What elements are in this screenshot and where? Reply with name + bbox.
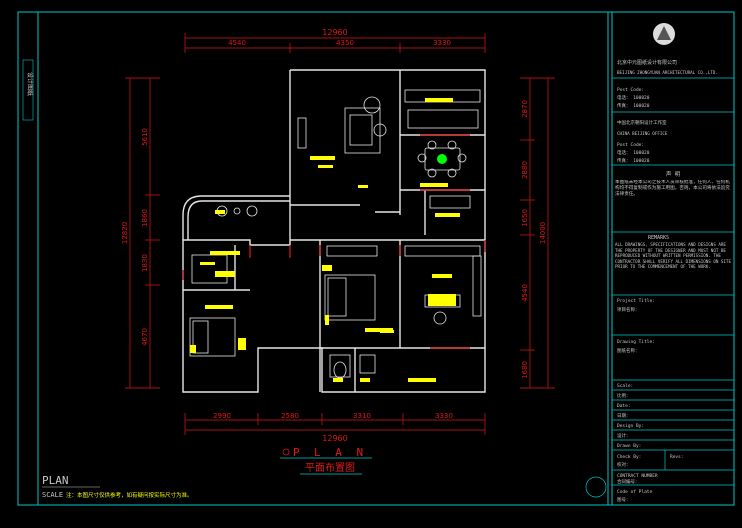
contract-number: CONTRACT NUMBER — [617, 473, 658, 479]
drawing-title: Drawing Title: — [617, 339, 655, 345]
code-of-plate: Code of Plate — [617, 489, 653, 495]
room-labels — [190, 98, 460, 382]
fax-2: 传真： 100020 — [617, 157, 650, 164]
dim-right-seg-3: 1650 — [521, 209, 529, 227]
contract-number-cn: 合同编号： — [617, 478, 640, 485]
tel-2: 电话： 100020 — [617, 149, 650, 156]
scale-note: 注：本图尺寸仅供参考，如有疑问按实际尺寸为准。 — [66, 491, 193, 499]
tel-1: 电话： 100020 — [617, 94, 650, 101]
post-code-1: Post Code: — [617, 87, 644, 93]
drawing-title-cn: 图纸名称： — [617, 347, 640, 354]
plant-icon — [437, 154, 447, 164]
field-scale: Scale: — [617, 383, 633, 389]
dim-bottom-seg-4: 3330 — [435, 412, 453, 420]
company-en: BEIJING ZHONGYUAN ARCHITECTURAL CO.,LTD. — [617, 70, 718, 75]
remarks-text: ALL DRAWINGS, SPECIFICATIONS AND DESIGNS… — [615, 242, 731, 269]
dim-left-seg-1: 5610 — [141, 128, 149, 146]
dim-right-total: 14000 — [539, 222, 547, 244]
dim-right-seg-5: 1680 — [521, 361, 529, 379]
drawing-number: 图号： — [617, 497, 631, 503]
plan-title-en: P L A N — [293, 446, 367, 459]
left-strip-text: 设计图纸 — [26, 72, 34, 96]
fax-1: 传真： 100020 — [617, 102, 650, 109]
dim-left-total: 12820 — [121, 222, 129, 244]
field-design: Design By: — [617, 423, 644, 429]
title-block — [585, 77, 734, 498]
company-cn: 北京中元图纸设计有限公司 — [617, 59, 677, 66]
field-check: Check By: — [617, 454, 641, 460]
floor-plan-walls — [182, 69, 486, 393]
field-scale-cn: 比例： — [617, 392, 631, 399]
dim-right-seg-4: 4540 — [521, 284, 529, 302]
dim-top-seg-3: 3330 — [433, 39, 451, 47]
scale-label: SCALE — [42, 491, 63, 499]
field-drawn: Drawn By: — [617, 443, 641, 449]
furniture-outlines — [189, 89, 482, 379]
field-design-cn: 设计： — [617, 432, 631, 439]
remarks-title: REMARKS — [648, 235, 669, 241]
drawing-frame — [17, 11, 735, 506]
project-title: Project Title: — [617, 298, 655, 304]
dim-bottom-seg-2: 2580 — [281, 412, 299, 420]
dim-left-seg-3: 1830 — [141, 254, 149, 272]
dim-bottom-seg-3: 3310 — [353, 412, 371, 420]
plan-title-cn: 平面布置图 — [305, 462, 355, 474]
dim-right-seg-2: 2880 — [521, 161, 529, 179]
studio-en: CHINA BEIJING OFFICE — [617, 131, 668, 136]
dim-bottom-seg-1: 2990 — [213, 412, 231, 420]
dim-left-seg-2: 1860 — [141, 209, 149, 227]
studio-cn: 中国北京朝阳设计工作室 — [617, 119, 667, 126]
left-strip: 设计图纸 — [22, 59, 34, 121]
field-date: Date: — [617, 403, 631, 409]
dim-left-seg-4: 4670 — [141, 328, 149, 346]
dim-bottom-total: 12960 — [322, 434, 347, 443]
corner-plan-label: PLAN — [42, 474, 69, 487]
dim-top-seg-2: 4350 — [336, 39, 354, 47]
field-date-cn: 日期： — [617, 413, 631, 419]
windows — [182, 134, 486, 349]
revs-label: Revs: — [670, 454, 684, 460]
dim-top-total: 12960 — [322, 28, 347, 37]
project-title-cn: 项目名称： — [617, 306, 640, 313]
dim-right-seg-1: 2870 — [521, 100, 529, 118]
notice-text: 本图纸未经本公司之技术人员审核批准，任何人、任何机构均不得复制或作为施工用图，否… — [615, 180, 730, 197]
logo-icon — [653, 23, 675, 45]
dimension-lines — [125, 33, 555, 435]
notice-title: 声 明 — [666, 170, 681, 178]
post-code-2: Post Code: — [617, 142, 644, 148]
dimension-texts: 12960 4540 4350 3330 2990 2580 3310 3330… — [121, 28, 547, 443]
field-check-cn: 校对： — [617, 461, 631, 468]
title-block-texts: 北京中元图纸设计有限公司 BEIJING ZHONGYUAN ARCHITECT… — [615, 59, 731, 503]
dim-top-seg-1: 4540 — [228, 39, 246, 47]
corner-labels: PLAN SCALE 注：本图尺寸仅供参考，如有疑问按实际尺寸为准。 — [42, 474, 193, 499]
plan-title: P L A N 平面布置图 — [280, 446, 372, 475]
